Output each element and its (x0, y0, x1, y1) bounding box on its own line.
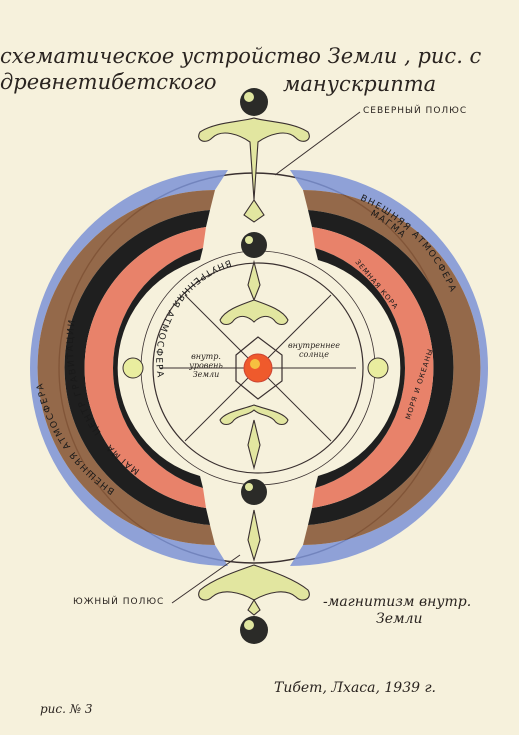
north-pole-label: СЕВЕРНЫЙ ПОЛЮС (363, 106, 468, 116)
title-line-1: схематическое устройство Земли , рис. с (0, 44, 482, 68)
place-date: Тибет, Лхаса, 1939 г. (274, 680, 436, 696)
left-shell (30, 170, 228, 566)
axis-ornaments (198, 117, 310, 616)
bottom-sphere (240, 616, 268, 644)
right-shell (290, 170, 488, 566)
top-sphere (240, 88, 268, 116)
south-pole-label: ЮЖНЫЙ ПОЛЮС (73, 597, 165, 607)
mid-top-sphere (241, 232, 267, 258)
inner-sun-label: внутреннее солнце (287, 341, 340, 359)
inner-level-label: внутр. уровень Земли (189, 352, 223, 379)
magnetism-label-line1: -магнитизм внутр. (323, 594, 472, 610)
magnetism-label-line2: Земли (376, 611, 423, 627)
right-node (367, 357, 389, 379)
mid-bottom-sphere (241, 479, 267, 505)
title-line-2: древнетибетского (0, 70, 217, 94)
inner-hexagon (235, 336, 283, 400)
left-node (122, 357, 144, 379)
figure-number: рис. № 3 (40, 702, 93, 716)
title-line-3: манускрипта (283, 72, 437, 96)
pointer-lines (171, 111, 361, 604)
